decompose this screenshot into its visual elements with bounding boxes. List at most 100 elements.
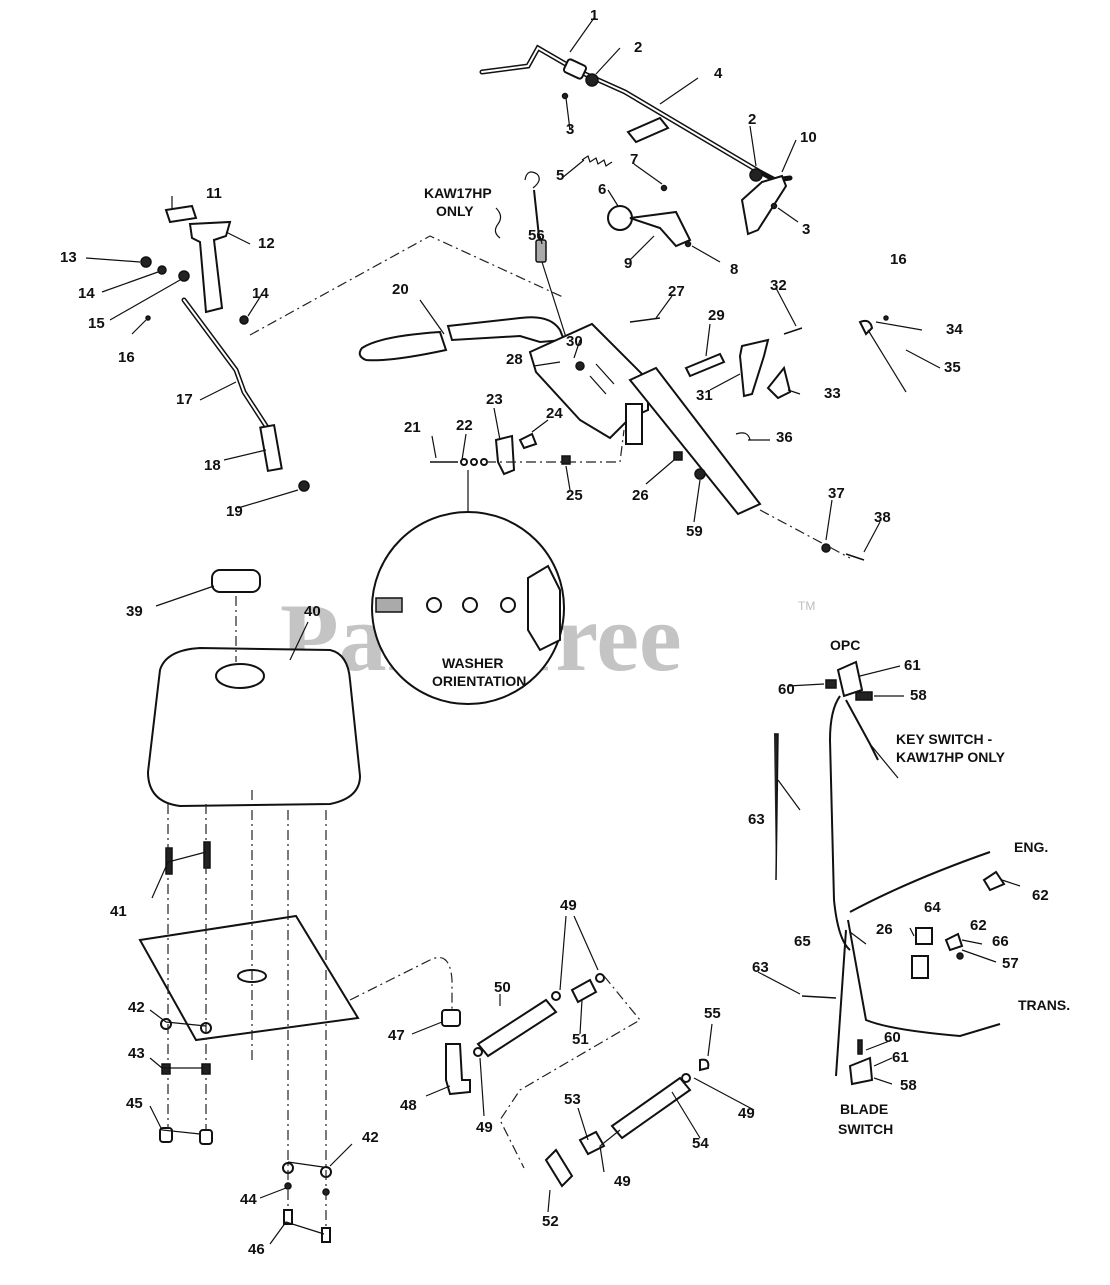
clamp-49a (473, 1047, 483, 1057)
callout-23: 23 (486, 391, 503, 408)
callout-4: 4 (714, 65, 723, 82)
callout-40: 40 (304, 603, 321, 620)
callout-55: 55 (704, 1005, 721, 1022)
connector-62b (944, 932, 964, 952)
cotter-pin-3 (561, 92, 569, 100)
nut-13 (140, 256, 152, 268)
callout-26b: 26 (876, 921, 893, 938)
pin-16 (145, 315, 151, 321)
clamp-49d (681, 1073, 691, 1083)
grip-20 (358, 330, 448, 362)
washer-label-line2: ORIENTATION (432, 673, 526, 689)
nut-45b (199, 1129, 213, 1145)
fuel-cap-39 (211, 569, 261, 593)
callout-5: 5 (556, 167, 564, 184)
callout-6: 6 (598, 181, 606, 198)
fuel-line-assembly (349, 956, 710, 1188)
elbow-48 (445, 1043, 471, 1096)
trans-label: TRANS. (1018, 997, 1070, 1013)
callout-50: 50 (494, 979, 511, 996)
callout-38: 38 (874, 509, 891, 526)
callout-26: 26 (632, 487, 649, 504)
callout-59: 59 (686, 523, 703, 540)
cotter-pin-3b (770, 202, 778, 210)
kaw-note-line1: KAW17HP (424, 185, 492, 201)
nut-8 (684, 240, 692, 248)
tank-40 (146, 646, 362, 808)
callout-25: 25 (566, 487, 583, 504)
bracket-23 (494, 434, 516, 476)
clamp-49b (551, 991, 561, 1001)
callout-1: 1 (590, 7, 598, 24)
bolt-46b (321, 1227, 331, 1243)
callout-18: 18 (204, 457, 221, 474)
callout-34: 34 (946, 321, 963, 338)
fitting-47 (441, 1009, 461, 1027)
leader-lines (85, 17, 1021, 1245)
callout-7: 7 (630, 151, 638, 168)
callout-14: 14 (78, 285, 95, 302)
clip-34 (858, 319, 874, 336)
callout-3b: 3 (802, 221, 810, 238)
opc-label: OPC (830, 637, 860, 653)
callout-27: 27 (668, 283, 685, 300)
nut-30 (575, 361, 585, 371)
callout-53: 53 (564, 1091, 581, 1108)
callout-62b: 62 (970, 917, 987, 934)
pin-32 (783, 327, 803, 335)
callout-58b: 58 (900, 1077, 917, 1094)
detail-bracket (527, 564, 561, 652)
blade-switch-61 (848, 1056, 874, 1086)
callout-20: 20 (392, 281, 409, 298)
callout-28: 28 (506, 351, 523, 368)
relay-64 (915, 927, 933, 945)
ferrule-2b (749, 168, 763, 182)
spring-5 (581, 155, 613, 167)
fuel-path-b (499, 975, 641, 1169)
callout-2: 2 (634, 39, 642, 56)
washer-22a (460, 458, 468, 466)
lever-9 (629, 210, 692, 248)
callout-36: 36 (776, 429, 793, 446)
washer-stack (430, 429, 706, 480)
callout-8: 8 (730, 261, 738, 278)
callout-3: 3 (566, 121, 574, 138)
callout-16: 16 (118, 349, 135, 366)
callout-39: 39 (126, 603, 143, 620)
washer-orientation-detail (371, 470, 565, 705)
callout-44: 44 (240, 1191, 257, 1208)
callout-47: 47 (388, 1027, 405, 1044)
upper-linkage-assembly (479, 44, 793, 236)
handle-tube (446, 316, 566, 344)
callout-60b: 60 (884, 1029, 901, 1046)
callout-29: 29 (708, 307, 725, 324)
opc-switch-61 (836, 660, 864, 698)
handle-frame-assembly (358, 315, 907, 561)
cable-tie-63a (774, 733, 779, 881)
nut-59 (694, 468, 706, 480)
callout-32: 32 (770, 277, 787, 294)
filter-51 (570, 978, 598, 1004)
screw-60 (825, 679, 837, 689)
lever-31 (738, 338, 770, 398)
callout-numbers: 1 2 3 4 2 10 3 5 7 6 9 8 11 12 13 14 14 … (60, 7, 1049, 1258)
lever-10 (740, 174, 788, 236)
pin-34 (883, 315, 889, 321)
callout-42b: 42 (362, 1129, 379, 1146)
callout-62: 62 (1032, 887, 1049, 904)
callout-49c: 49 (614, 1173, 631, 1190)
bolt-38 (845, 553, 865, 561)
brake-pedal-assembly (140, 204, 310, 492)
washer-14 (157, 265, 167, 275)
center-line-b (759, 509, 851, 559)
callout-63: 63 (748, 811, 765, 828)
nut-19 (298, 480, 310, 492)
callout-60: 60 (778, 681, 795, 698)
callout-41: 41 (110, 903, 127, 920)
fuel-path-a (349, 956, 453, 1010)
key-switch-line1: KEY SWITCH - (896, 731, 993, 747)
washer-14b (239, 315, 249, 325)
watermark-trademark: TM (798, 599, 815, 613)
nut-43a (161, 1063, 171, 1075)
